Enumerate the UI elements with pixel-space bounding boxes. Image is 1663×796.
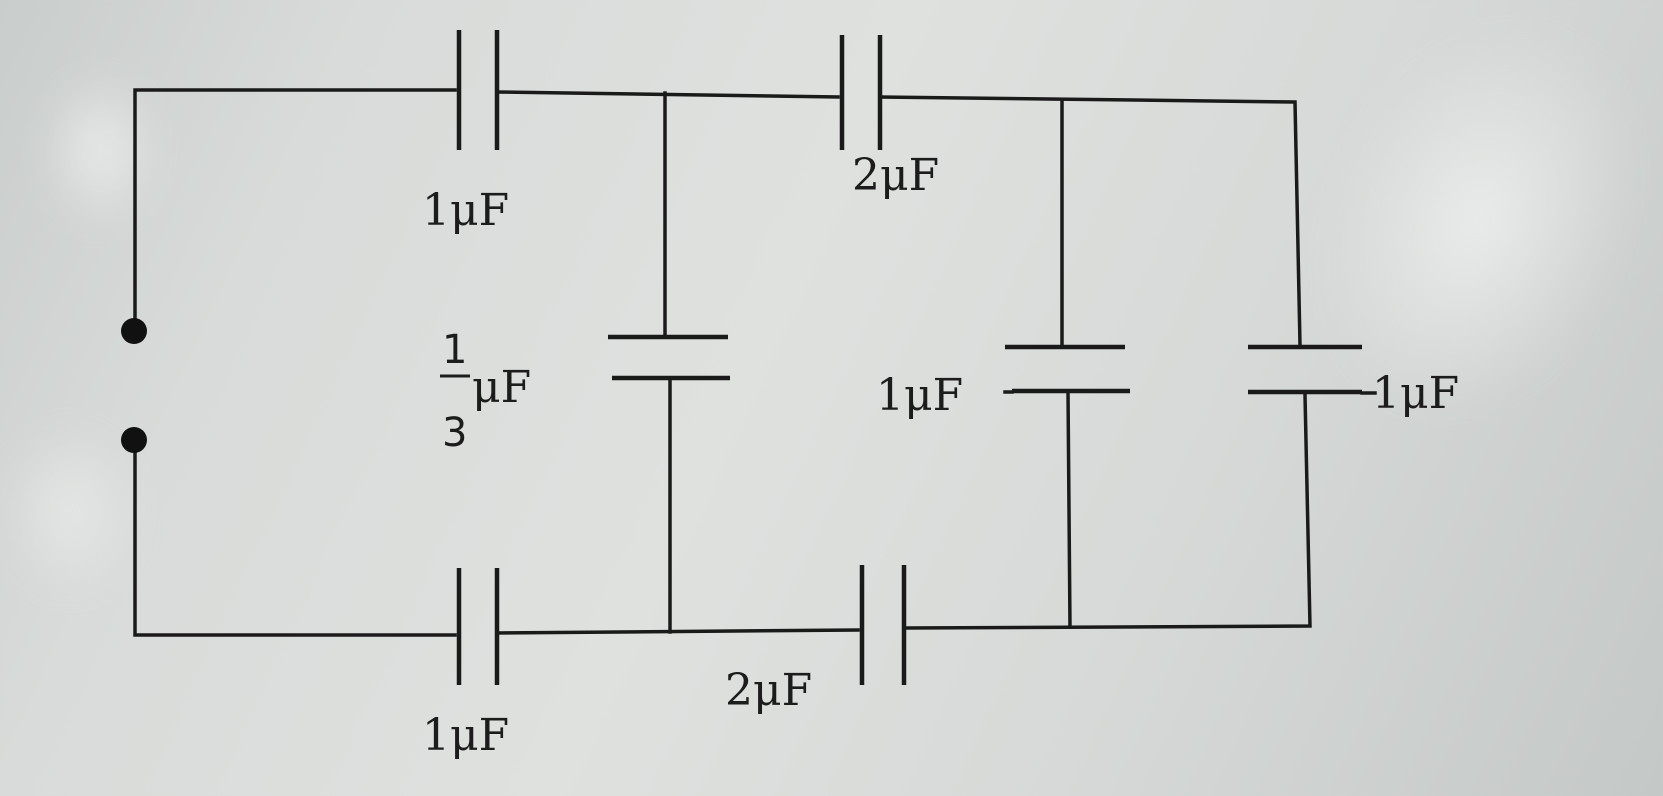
capacitor-middle-center <box>1005 344 1130 394</box>
terminal-top <box>121 318 147 344</box>
label-middle-left-unit: μF <box>472 362 531 413</box>
wire-left-lower <box>133 438 457 637</box>
label-middle-left-numerator: 1 <box>442 327 467 373</box>
wire-bottom-1 <box>495 628 860 635</box>
label-bottom-left: 1μF <box>422 710 509 761</box>
capacitor-top-right <box>839 35 883 150</box>
capacitor-middle-left <box>608 334 730 381</box>
label-top-left: 1μF <box>422 185 509 236</box>
terminal-bottom <box>121 427 147 453</box>
circuit-wires <box>133 88 1377 637</box>
wire-bottom-2 <box>904 393 1312 630</box>
label-middle-center: 1μF <box>876 370 963 421</box>
label-middle-right: 1μF <box>1372 368 1459 419</box>
wire-left-upper <box>133 88 457 330</box>
label-middle-left-denominator: 3 <box>442 410 467 456</box>
capacitor-bottom-left <box>456 568 500 685</box>
capacitor-middle-right <box>1248 344 1362 395</box>
label-top-right: 2μF <box>852 150 939 201</box>
label-bottom-right: 2μF <box>725 665 812 716</box>
wire-top-2 <box>878 95 1302 347</box>
capacitor-top-left <box>456 30 500 150</box>
wire-vert-mid-center-bottom <box>1066 390 1072 629</box>
capacitor-bottom-right <box>859 565 907 685</box>
wire-top-1 <box>495 90 840 99</box>
